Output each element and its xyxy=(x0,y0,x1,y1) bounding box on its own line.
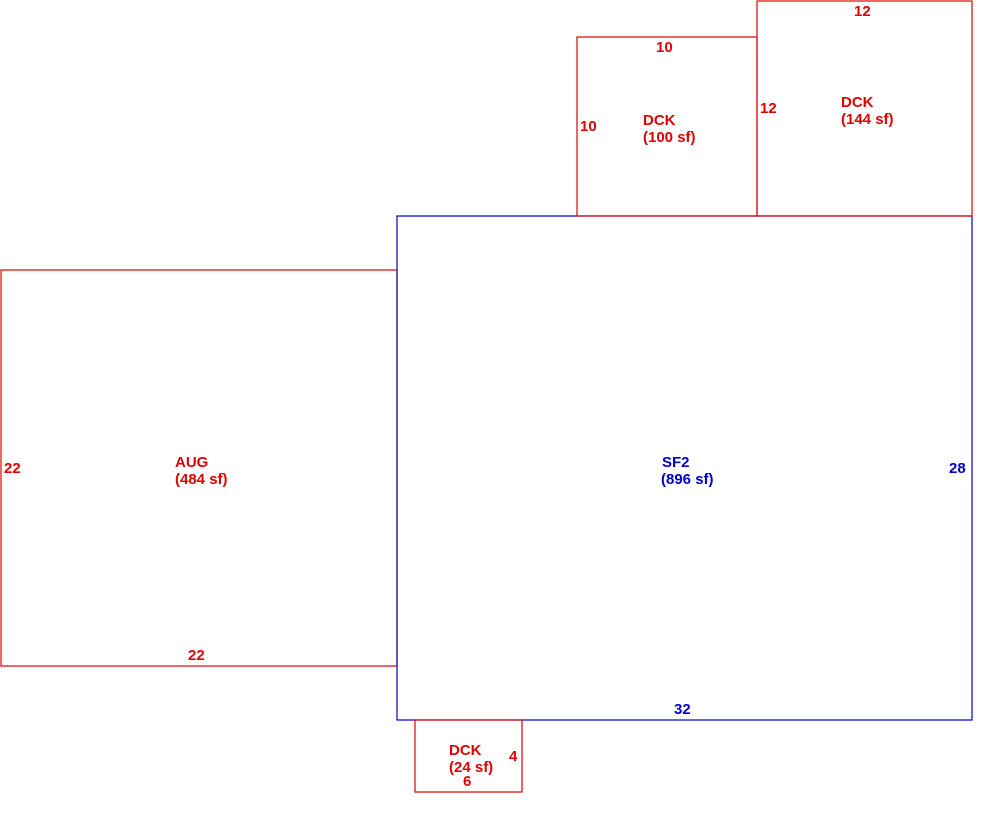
deck-top-right-dim-top: 12 xyxy=(854,3,871,20)
deck-top-left-dim-left: 10 xyxy=(580,118,597,135)
sf2-code-label: SF2 xyxy=(662,454,690,471)
deck-top-left-area-label: (100 sf) xyxy=(643,129,696,146)
aug-dim-bottom: 22 xyxy=(188,647,205,664)
deck-top-left-code-label: DCK xyxy=(643,112,676,129)
aug-dim-left: 22 xyxy=(4,460,21,477)
deck-top-right-dim-left: 12 xyxy=(760,100,777,117)
area-deck-top-left[interactable]: DCK (100 sf) 10 10 xyxy=(576,36,758,217)
area-deck-bottom[interactable]: DCK (24 sf) 4 6 xyxy=(414,719,523,793)
deck-bottom-code-label: DCK xyxy=(449,742,482,759)
aug-code-label: AUG xyxy=(175,454,208,471)
area-deck-top-right[interactable]: DCK (144 sf) 12 12 xyxy=(756,0,973,217)
sf2-dim-right: 28 xyxy=(949,460,966,477)
deck-top-right-area-label: (144 sf) xyxy=(841,111,894,128)
deck-bottom-dim-right: 4 xyxy=(509,748,518,765)
deck-bottom-area-label: (24 sf) xyxy=(449,759,493,776)
deck-top-right-outline xyxy=(756,0,973,217)
sf2-dim-bottom: 32 xyxy=(674,701,691,718)
deck-bottom-dim-bottom: 6 xyxy=(463,773,471,790)
area-sf2[interactable]: SF2 (896 sf) 28 32 xyxy=(396,215,973,721)
deck-top-left-dim-top: 10 xyxy=(656,39,673,56)
sf2-area-label: (896 sf) xyxy=(661,471,714,488)
area-aug[interactable]: AUG (484 sf) 22 22 xyxy=(0,269,398,667)
aug-area-label: (484 sf) xyxy=(175,471,228,488)
deck-top-right-code-label: DCK xyxy=(841,94,874,111)
deck-bottom-outline xyxy=(414,719,523,793)
